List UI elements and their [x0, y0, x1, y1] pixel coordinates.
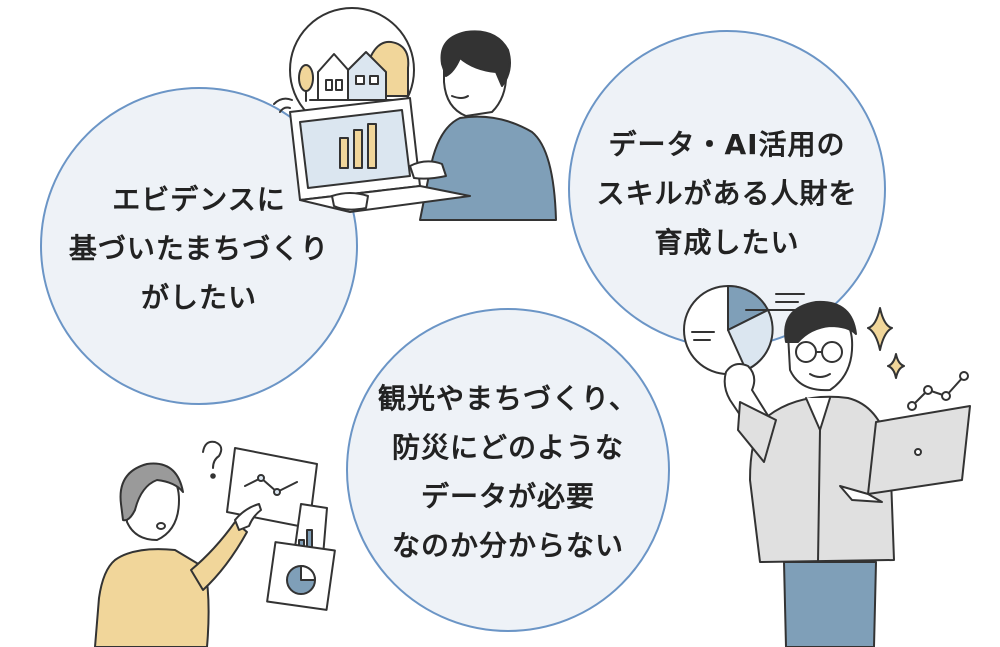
bubble-data-ai-skills: データ・AI活用の スキルがある人財を 育成したい [568, 30, 886, 348]
bubble-evidence-line-2: 基づいたまちづくり [68, 232, 330, 265]
man-with-pie-chart-and-laptop-icon [683, 284, 971, 647]
bubble-evidence-line-3: がしたい [140, 281, 257, 314]
bubble-data-needs-line-4: なのか分からない [391, 529, 624, 562]
bubble-data-ai-skills-text: データ・AI活用の スキルがある人財を 育成したい [570, 120, 884, 267]
bubble-data-needs: 観光やまちづくり、 防災にどのような データが必要 なのか分からない [346, 308, 670, 632]
bubble-data-needs-line-2: 防災にどのような [391, 431, 624, 464]
bubble-evidence-text: エビデンスに 基づいたまちづくり がしたい [42, 175, 356, 322]
bubble-data-ai-skills-line-1: データ・AI活用の [608, 128, 846, 161]
bubble-data-ai-skills-line-3: 育成したい [654, 226, 800, 259]
bubble-data-needs-line-3: データが必要 [420, 480, 595, 513]
bubble-data-needs-text: 観光やまちづくり、 防災にどのような データが必要 なのか分からない [348, 374, 668, 570]
man-with-laptop-and-town-icon [273, 7, 557, 221]
bubble-data-ai-skills-line-2: スキルがある人財を [596, 177, 858, 210]
bubble-data-needs-line-1: 観光やまちづくり、 [378, 382, 638, 415]
confused-woman-with-charts-icon [94, 440, 336, 647]
bubble-evidence-line-1: エビデンスに [112, 183, 286, 216]
